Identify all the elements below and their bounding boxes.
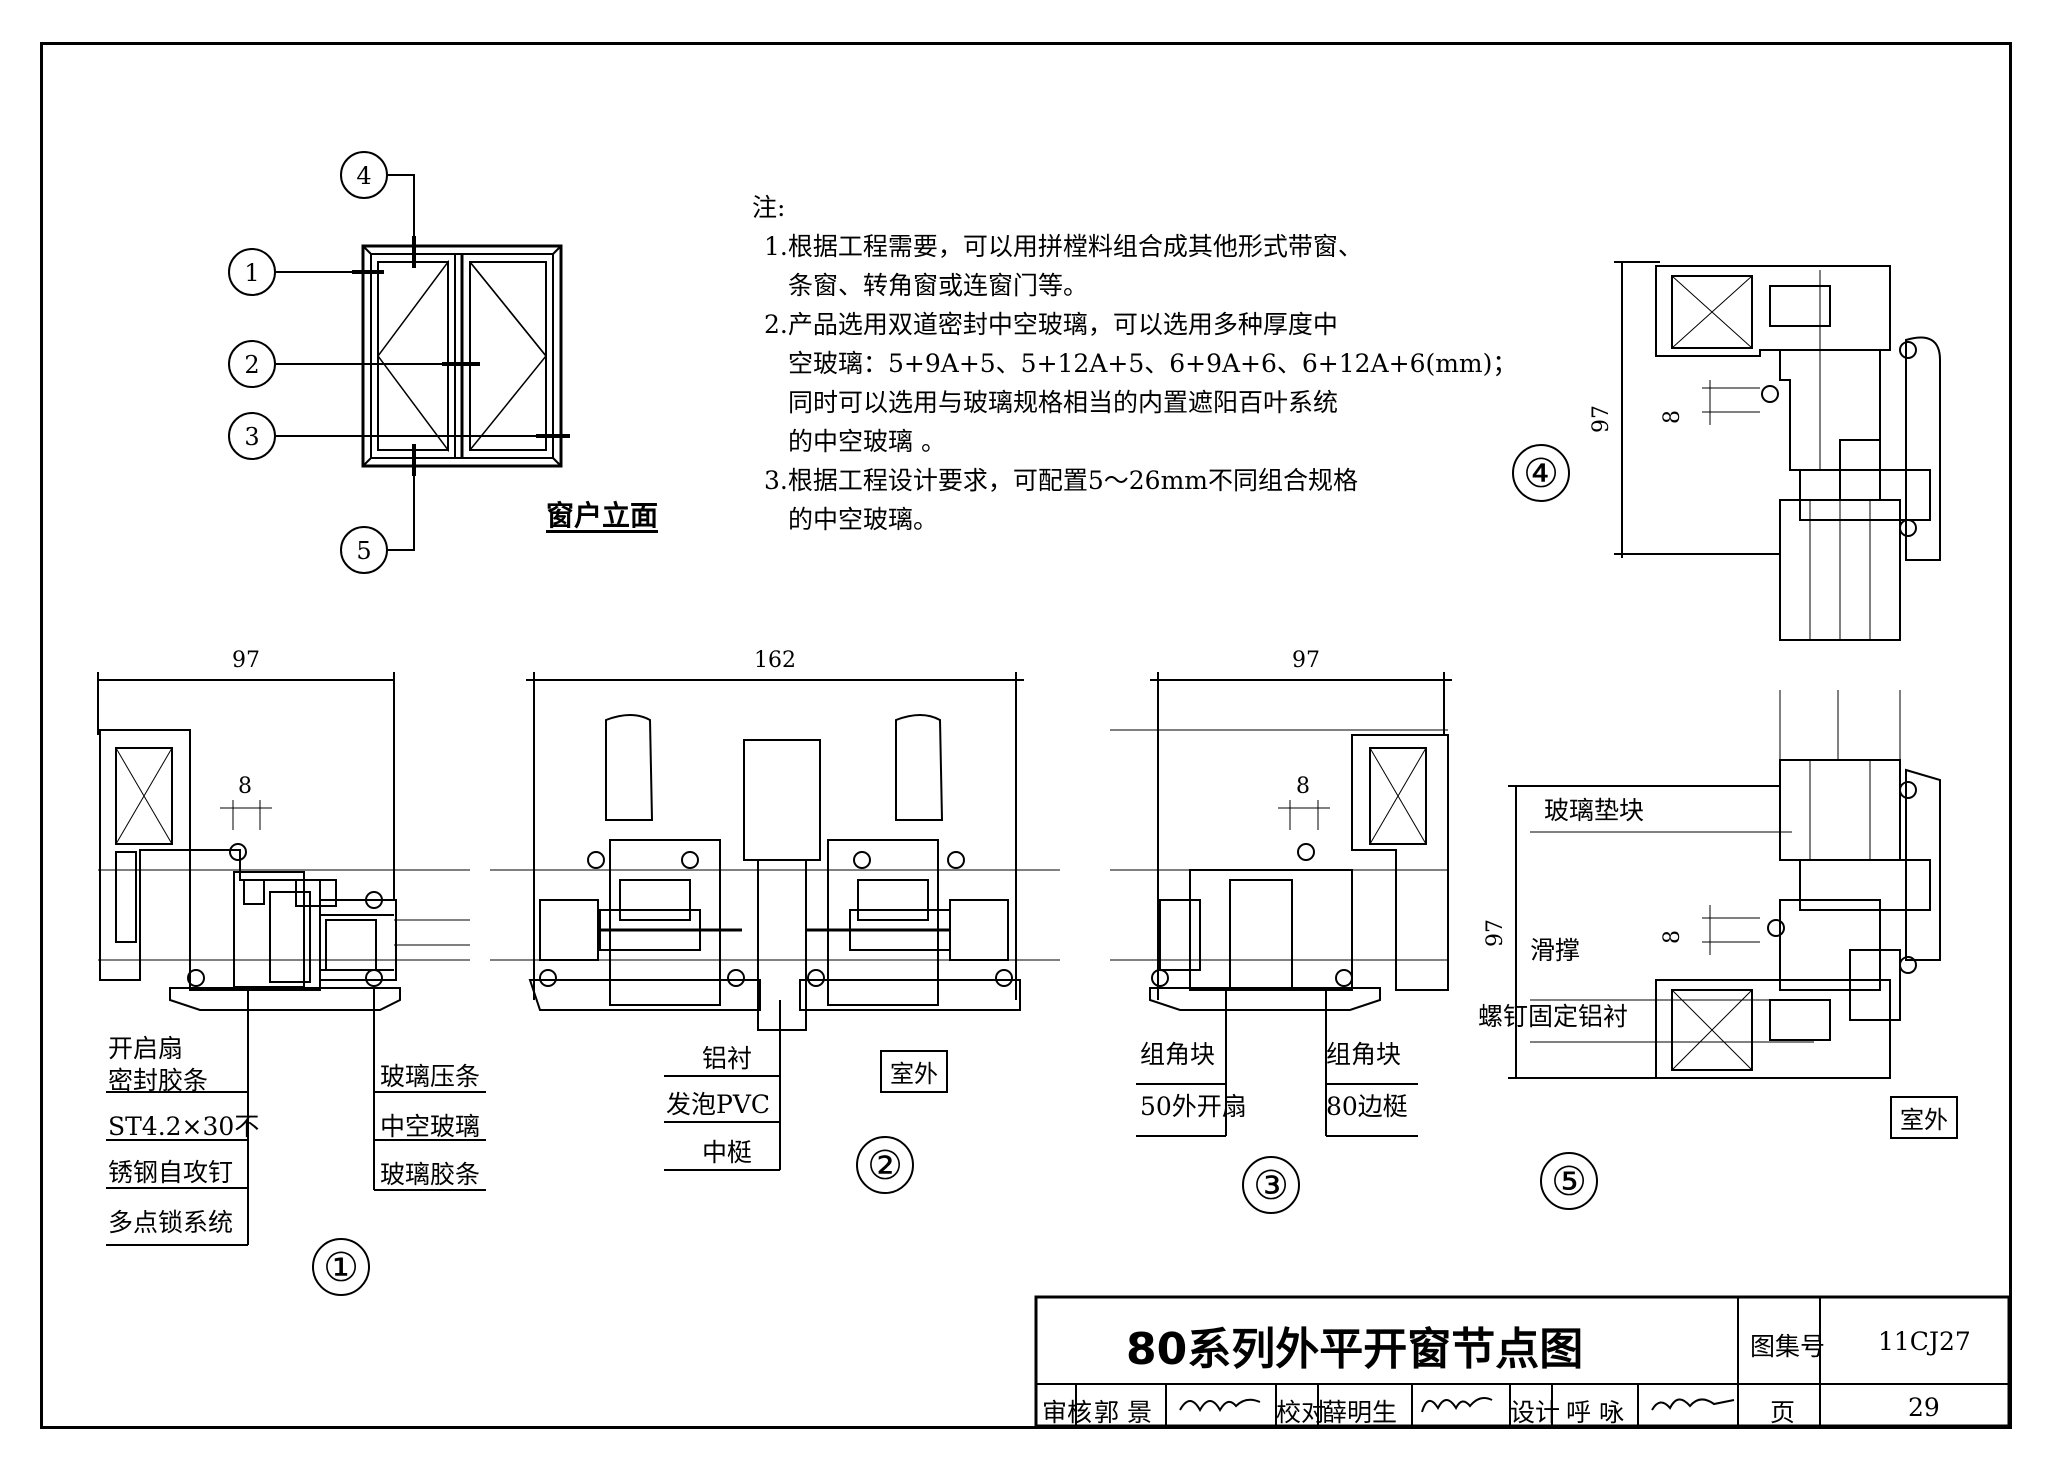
label-screw-fixed-liner: 螺钉固定铝衬: [1478, 1002, 1629, 1031]
detail-number-5: ⑤: [1540, 1152, 1598, 1210]
dimension-97: 97: [232, 648, 260, 673]
title-block-lines: [1034, 1295, 2011, 1428]
note-line: 3.根据工程设计要求，可配置5～26mm不同组合规格: [764, 466, 1358, 495]
label-corner-block: 组角块: [1326, 1040, 1402, 1069]
label-glass-setting-block: 玻璃垫块: [1544, 796, 1645, 825]
designer-name: 呼 咏: [1566, 1398, 1624, 1427]
page-label: 页: [1770, 1398, 1796, 1427]
elevation-caption: 窗户立面: [546, 499, 659, 533]
note-line: 同时可以选用与玻璃规格相当的内置遮阳百叶系统: [788, 388, 1339, 417]
checker-name: 薛明生: [1322, 1398, 1398, 1427]
detail-4-section: [1614, 261, 1941, 641]
detail-2-section: [490, 672, 1060, 1171]
note-line: 空玻璃：5+9A+5、5+12A+5、6+9A+6、6+12A+6(mm)；: [788, 349, 1518, 378]
note-line: 的中空玻璃 。: [788, 427, 946, 456]
title-block: 80系列外平开窗节点图 图集号 11CJ27 审核 郭 景 校对 薛明生 设计 …: [1036, 1297, 2009, 1427]
note-line: 1.根据工程需要，可以用拼樘料组合成其他形式带窗、: [764, 232, 1363, 261]
review-label: 审核: [1042, 1398, 1093, 1427]
check-label: 校对: [1276, 1398, 1327, 1427]
label-opening-sash: 开启扇: [108, 1034, 184, 1063]
label-aluminum-liner: 铝衬: [702, 1044, 753, 1073]
label-screw-1: ST4.2×30不: [108, 1112, 260, 1141]
section-bubble-1: 1: [228, 248, 276, 296]
dimension-97: 97: [1589, 405, 1614, 433]
design-label: 设计: [1510, 1398, 1561, 1427]
section-bubble-4: 4: [340, 151, 388, 199]
label-80-side-stile: 80边梃: [1326, 1092, 1408, 1121]
note-line: 2.产品选用双道密封中空玻璃，可以选用多种厚度中: [764, 310, 1338, 339]
dimension-162: 162: [754, 648, 796, 673]
dimension-8: 8: [238, 774, 252, 799]
dimension-97: 97: [1292, 648, 1320, 673]
outside-label: 室外: [1890, 1096, 1958, 1139]
detail-number-2: ②: [856, 1136, 914, 1194]
atlas-number: 11CJ27: [1878, 1327, 1971, 1356]
section-bubble-3: 3: [228, 412, 276, 460]
section-bubble-2: 2: [228, 340, 276, 388]
label-insulating-glass: 中空玻璃: [380, 1112, 481, 1141]
page-number: 29: [1908, 1393, 1940, 1422]
outside-label: 室外: [880, 1050, 948, 1093]
detail-5-section: [1508, 690, 1941, 1079]
label-corner-block: 组角块: [1140, 1040, 1216, 1069]
detail-number-4: ④: [1512, 444, 1570, 502]
detail-1-section: [97, 672, 486, 1246]
atlas-number-label: 图集号: [1750, 1332, 1826, 1361]
detail-3-section: [1110, 672, 1452, 1137]
detail-number-1: ①: [312, 1238, 370, 1296]
section-bubble-5: 5: [340, 526, 388, 574]
drawing-title: 80系列外平开窗节点图: [1126, 1324, 1584, 1375]
label-friction-stay: 滑撑: [1530, 936, 1581, 965]
label-screw-2: 锈钢自攻钉: [108, 1158, 234, 1187]
dimension-8: 8: [1660, 930, 1685, 944]
dimension-97: 97: [1483, 919, 1508, 947]
detail-number-3: ③: [1242, 1156, 1300, 1214]
notes-block: 注: 1.根据工程需要，可以用拼樘料组合成其他形式带窗、 条窗、转角窗或连窗门等…: [752, 188, 1517, 539]
label-seal-strip: 密封胶条: [108, 1066, 209, 1095]
label-glazing-bead: 玻璃压条: [380, 1062, 481, 1091]
label-glazing-gasket: 玻璃胶条: [380, 1160, 481, 1189]
drawing-frame: [40, 42, 2012, 1429]
label-foam-pvc: 发泡PVC: [666, 1090, 771, 1119]
note-line: 的中空玻璃。: [788, 505, 939, 534]
note-line: 条窗、转角窗或连窗门等。: [788, 271, 1089, 300]
label-50-outward-sash: 50外开扇: [1140, 1092, 1247, 1121]
label-multipoint-lock: 多点锁系统: [108, 1208, 234, 1237]
label-mullion: 中梃: [702, 1138, 753, 1167]
notes-heading: 注:: [752, 193, 786, 222]
window-elevation-drawing: [276, 174, 570, 551]
dimension-8: 8: [1296, 774, 1310, 799]
reviewer-name: 郭 景: [1094, 1398, 1152, 1427]
dimension-8: 8: [1660, 410, 1685, 424]
